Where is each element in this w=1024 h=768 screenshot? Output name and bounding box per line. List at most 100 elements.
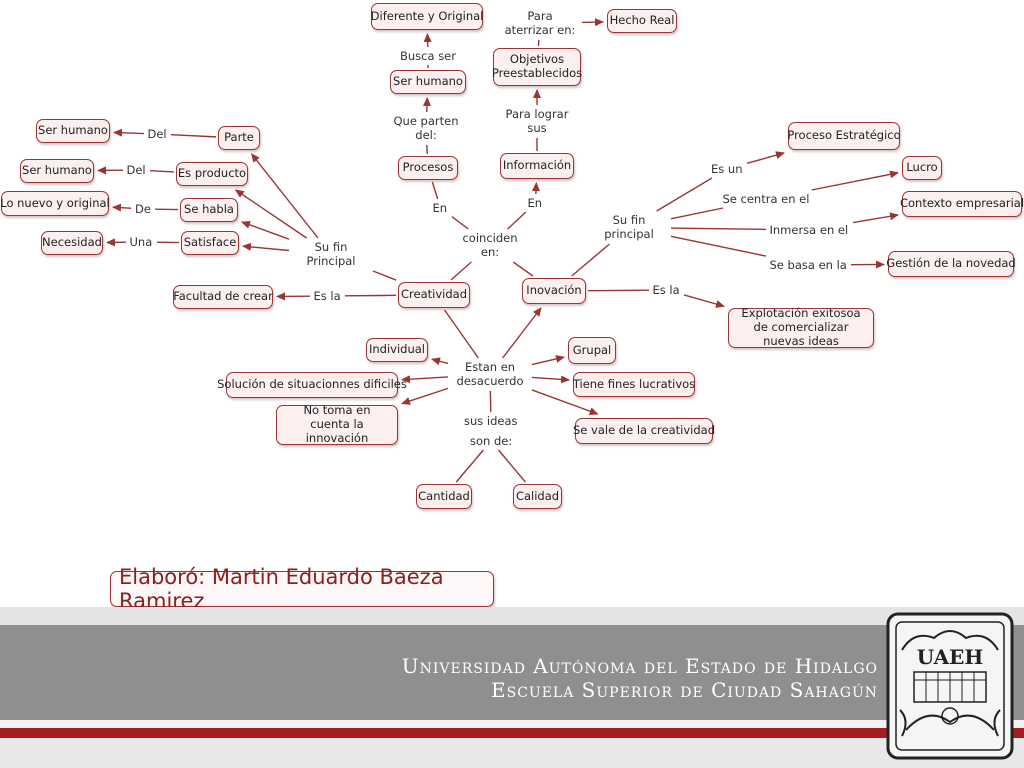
link-phrase-para-aterrizar: Para aterrizar en: bbox=[500, 8, 580, 38]
connector-en-left-to-procesos bbox=[431, 181, 439, 200]
concept-node-satisface: Satisface bbox=[181, 231, 239, 255]
concept-node-facultad: Facultad de crear bbox=[173, 285, 273, 309]
connector-estan-to-se-vale bbox=[531, 389, 599, 415]
connector-inmersa-to-contexto bbox=[852, 212, 899, 224]
concept-node-proceso-estrategico: Proceso Estratégico bbox=[787, 122, 901, 150]
concept-node-lo-nuevo: Lo nuevo y original bbox=[0, 191, 110, 216]
link-phrase-es-la-right: Es la bbox=[650, 283, 682, 298]
concept-node-fines: Tiene fines lucrativos bbox=[573, 372, 695, 397]
footer-band-white bbox=[0, 720, 1024, 728]
concept-node-parte: Parte bbox=[218, 126, 260, 150]
concept-node-ser-humano-2: Ser humano bbox=[20, 159, 94, 183]
concept-node-es-producto: Es producto bbox=[176, 162, 248, 186]
link-phrase-de: De bbox=[133, 202, 153, 217]
connector-del-1-to-ser-humano-1 bbox=[113, 128, 145, 137]
link-phrase-su-fin-right: Su fin principal bbox=[589, 212, 669, 242]
connector-su-fin-right-to-es-un bbox=[656, 177, 713, 212]
link-phrase-una: Una bbox=[127, 235, 155, 250]
connector-se-centra-to-lucro bbox=[811, 170, 899, 191]
concept-node-necesidad: Necesidad bbox=[41, 231, 103, 255]
connector-es-producto-to-del-2 bbox=[149, 170, 175, 173]
connector-su-fin-left-to-parte bbox=[251, 153, 319, 239]
link-phrase-coinciden: coinciden en: bbox=[450, 230, 530, 260]
connector-su-fin-right-to-se-basa bbox=[670, 235, 767, 257]
connector-estan-to-fines bbox=[531, 375, 570, 384]
link-phrase-inmersa: Inmersa en el bbox=[767, 223, 851, 238]
concept-node-grupal: Grupal bbox=[568, 337, 616, 364]
link-phrase-sus-ideas: sus ideas bbox=[462, 414, 520, 429]
seal-lettering: UAEH bbox=[917, 645, 983, 669]
connector-creatividad-to-coinciden bbox=[450, 261, 472, 281]
university-name: Universidad Autónoma del Estado de Hidal… bbox=[401, 654, 878, 678]
concept-node-diferente: Diferente y Original bbox=[371, 3, 483, 30]
link-phrase-del-2: Del bbox=[124, 163, 148, 178]
concept-node-procesos: Procesos bbox=[398, 156, 458, 180]
concept-node-objetivos: Objetivos Preestablecidos bbox=[492, 48, 582, 86]
connector-para-aterrizar-to-hecho-real bbox=[581, 18, 604, 27]
concept-node-gestion: Gestión de la novedad bbox=[886, 251, 1016, 277]
concept-node-cantidad: Cantidad bbox=[416, 484, 472, 509]
connector-creatividad-to-estan bbox=[443, 309, 479, 359]
concept-node-explotacion: Explotación exitosoa de comercializar nu… bbox=[728, 306, 874, 348]
connector-su-fin-right-to-se-centra bbox=[670, 207, 724, 220]
concept-node-calidad: Calidad bbox=[513, 484, 562, 509]
connector-su-fin-left-to-satisface bbox=[242, 242, 290, 252]
connector-coinciden-to-en-left bbox=[451, 216, 469, 230]
connector-es-la-right-to-explotacion bbox=[683, 294, 725, 308]
link-phrase-se-centra: Se centra en el bbox=[720, 192, 812, 207]
link-phrase-en-left: En bbox=[430, 201, 450, 216]
concept-node-no-toma: No toma en cuenta la innovación bbox=[276, 403, 398, 445]
concept-node-lucro: Lucro bbox=[902, 156, 942, 180]
link-phrase-es-un: Es un bbox=[709, 162, 745, 177]
concept-node-se-vale: Se vale de la creatividad bbox=[573, 418, 715, 444]
link-phrase-para-lograr: Para lograr sus bbox=[497, 106, 577, 136]
connector-son-de-to-cantidad bbox=[455, 449, 484, 483]
link-phrase-es-la-left: Es la bbox=[311, 289, 343, 304]
concept-node-se-habla: Se habla bbox=[180, 198, 238, 222]
concept-node-inovacion: Inovación bbox=[522, 278, 586, 304]
footer-band-bottom bbox=[0, 738, 1024, 768]
connector-inovacion-to-es-la-right bbox=[587, 289, 650, 292]
link-phrase-que-parten: Que parten del: bbox=[386, 113, 466, 143]
concept-node-solucion: Solución de situacionnes dificiles bbox=[217, 372, 407, 398]
connector-estan-to-grupal bbox=[531, 355, 565, 366]
concept-node-creatividad: Creatividad bbox=[398, 282, 470, 308]
connector-estan-to-inovacion bbox=[502, 307, 542, 359]
link-phrase-su-fin-left: Su fin Principal bbox=[291, 239, 371, 269]
school-name: Escuela Superior de Ciudad Sahagún bbox=[491, 678, 878, 702]
connector-que-parten-to-ser-humano-top bbox=[422, 97, 431, 113]
footer-band-red bbox=[0, 728, 1024, 738]
connector-su-fin-right-to-inmersa bbox=[670, 227, 767, 231]
connector-es-un-to-proceso-estrategico bbox=[746, 151, 785, 165]
connector-inovacion-to-su-fin-right bbox=[571, 243, 610, 277]
connector-estan-to-no-toma bbox=[401, 387, 449, 405]
footer-band-gray bbox=[0, 625, 1024, 720]
link-phrase-en-right: En bbox=[525, 196, 545, 211]
concept-node-informacion: Información bbox=[500, 153, 574, 179]
connector-su-fin-left-to-se-habla bbox=[241, 221, 290, 240]
concept-node-ser-humano-1: Ser humano bbox=[36, 119, 110, 143]
connector-de-to-lo-nuevo bbox=[112, 203, 132, 212]
connector-creatividad-to-su-fin-left bbox=[372, 270, 397, 281]
footer-band-light bbox=[0, 607, 1024, 625]
link-phrase-del-1: Del bbox=[145, 127, 169, 142]
connector-inovacion-to-coinciden bbox=[512, 261, 534, 277]
connector-su-fin-left-to-es-producto bbox=[234, 189, 308, 239]
link-phrase-son-de: son de: bbox=[468, 434, 515, 449]
connector-coinciden-to-en-right bbox=[507, 211, 527, 230]
link-phrase-se-basa: Se basa en la bbox=[767, 258, 849, 273]
concept-node-hecho-real: Hecho Real bbox=[607, 9, 677, 33]
link-phrase-busca-ser: Busca ser bbox=[398, 49, 458, 64]
concept-node-ser-humano-top: Ser humano bbox=[390, 70, 466, 94]
author-credit: Elaboró: Martin Eduardo Baeza Ramirez bbox=[110, 565, 494, 613]
link-phrase-estan: Estan en desacuerdo bbox=[450, 359, 530, 389]
connector-estan-to-solucion bbox=[401, 375, 449, 384]
concept-map-connectors bbox=[97, 18, 899, 483]
connector-son-de-to-calidad bbox=[498, 449, 526, 483]
concept-node-contexto: Contexto empresarial bbox=[900, 191, 1024, 217]
connector-parte-to-del-1 bbox=[170, 133, 217, 138]
connector-estan-to-individual bbox=[431, 357, 449, 366]
university-seal-icon: UAEH bbox=[886, 612, 1014, 760]
concept-node-individual: Individual bbox=[366, 338, 428, 362]
